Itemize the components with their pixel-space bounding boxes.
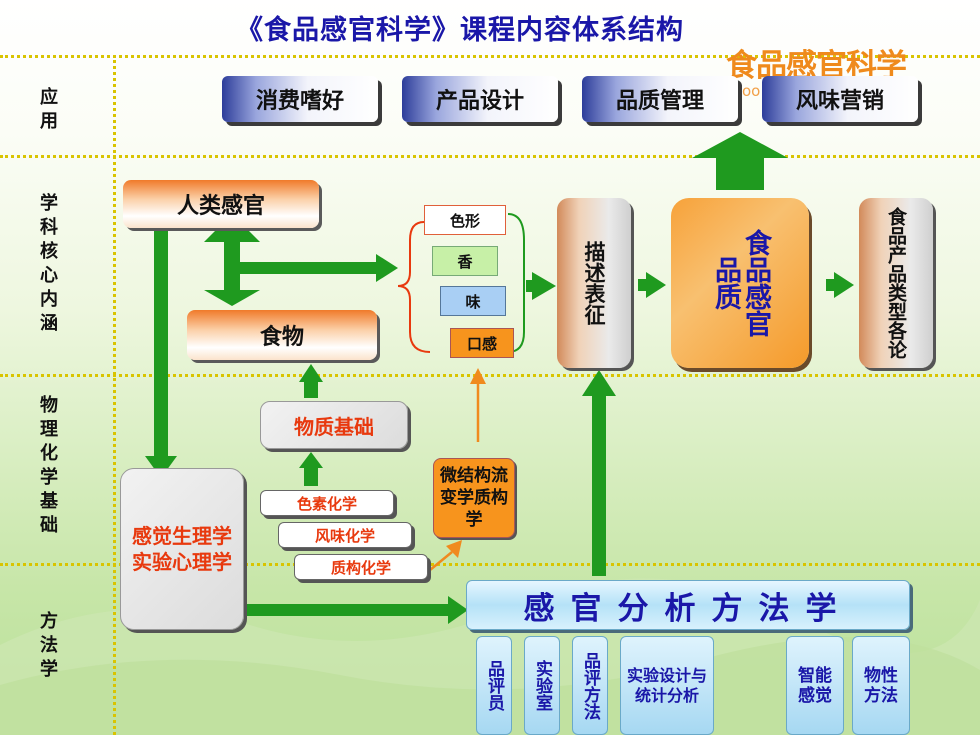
row-label-physchem: 物理化学基础	[40, 395, 58, 536]
arrow-head-basis-to-food	[299, 364, 323, 382]
attribute-mouthfeel: 口感	[450, 328, 514, 358]
arrow-head-chem-to-basis	[299, 452, 323, 468]
arrow-shaft-senses-down	[154, 228, 168, 460]
arrow-shaft-to-attributes	[240, 262, 380, 274]
arrow-head-physiology-to-method	[448, 596, 468, 624]
arrow-head-senses-down	[145, 456, 177, 478]
arrow-head-attr-to-describe	[532, 272, 556, 300]
attribute-color-shape: 色形	[424, 205, 506, 235]
row-label-core: 学科核心内涵	[40, 193, 58, 334]
human-senses-box: 人类感官	[123, 180, 319, 228]
arrow-head-micro-to-texture	[470, 368, 486, 384]
arrow-head-method-to-describe	[582, 370, 616, 396]
method-statistics: 实验设计与统计分析	[620, 636, 714, 735]
row-label-method: 方法学	[40, 611, 58, 680]
method-laboratory: 实验室	[524, 636, 560, 735]
attributes-brace	[397, 221, 431, 353]
app-box-quality: 品质管理	[582, 76, 738, 122]
arrow-head-to-attributes	[376, 254, 398, 282]
arrow-shaft-attr-to-describe	[526, 280, 536, 292]
arrow-head-bidir-up	[204, 214, 260, 242]
arrow-shaft-method-to-describe	[592, 392, 606, 576]
chem-pigment: 色素化学	[260, 490, 394, 516]
arrow-shaft-basis-to-food	[304, 380, 318, 398]
arrow-shaft-bidir	[224, 236, 240, 296]
food-box: 食物	[187, 310, 377, 360]
up-arrow-to-applications	[692, 132, 788, 190]
divider-line	[0, 563, 980, 566]
quality-box: 食品感官品质	[671, 198, 809, 368]
attribute-taste: 味	[440, 286, 506, 316]
chem-texture: 质构化学	[294, 554, 428, 580]
app-box-design: 产品设计	[402, 76, 558, 122]
arrow-shaft-chem-to-basis	[304, 466, 318, 486]
app-box-marketing: 风味营销	[762, 76, 918, 122]
divider-line	[0, 155, 980, 158]
arrow-shaft-physiology-to-method	[244, 604, 452, 616]
product-types-box: 食品产品类型各论	[859, 198, 933, 368]
app-box-consumer: 消费嗜好	[222, 76, 378, 122]
material-basis-box: 物质基础	[260, 401, 408, 449]
describe-box: 描述表征	[557, 198, 631, 368]
arrow-head-quality-to-types	[834, 272, 854, 298]
method-intelligent: 智能感觉	[786, 636, 844, 735]
chem-flavor: 风味化学	[278, 522, 412, 548]
row-label-application: 应用	[40, 87, 58, 132]
physiology-box: 感觉生理学实验心理学	[120, 468, 244, 630]
quality-label: 食品感官品质	[710, 229, 771, 337]
attributes-bracket	[507, 213, 525, 353]
arrow-head-chem-to-micro	[446, 540, 462, 558]
method-evaluation: 品评方法	[572, 636, 608, 735]
method-panelists: 品评员	[476, 636, 512, 735]
microstructure-box: 微结构流变学质构学	[433, 458, 515, 538]
divider-line	[113, 55, 116, 735]
arrow-chem-to-micro	[429, 551, 453, 571]
arrow-head-bidir-down	[204, 290, 260, 306]
attribute-aroma: 香	[432, 246, 498, 276]
divider-line	[0, 374, 980, 377]
page-title: 《食品感官科学》课程内容体系结构	[236, 15, 684, 46]
divider-line	[0, 55, 980, 58]
methodology-bar: 感官分析方法学	[466, 580, 910, 630]
arrow-head-describe-to-quality	[646, 272, 666, 298]
method-physical: 物性方法	[852, 636, 910, 735]
